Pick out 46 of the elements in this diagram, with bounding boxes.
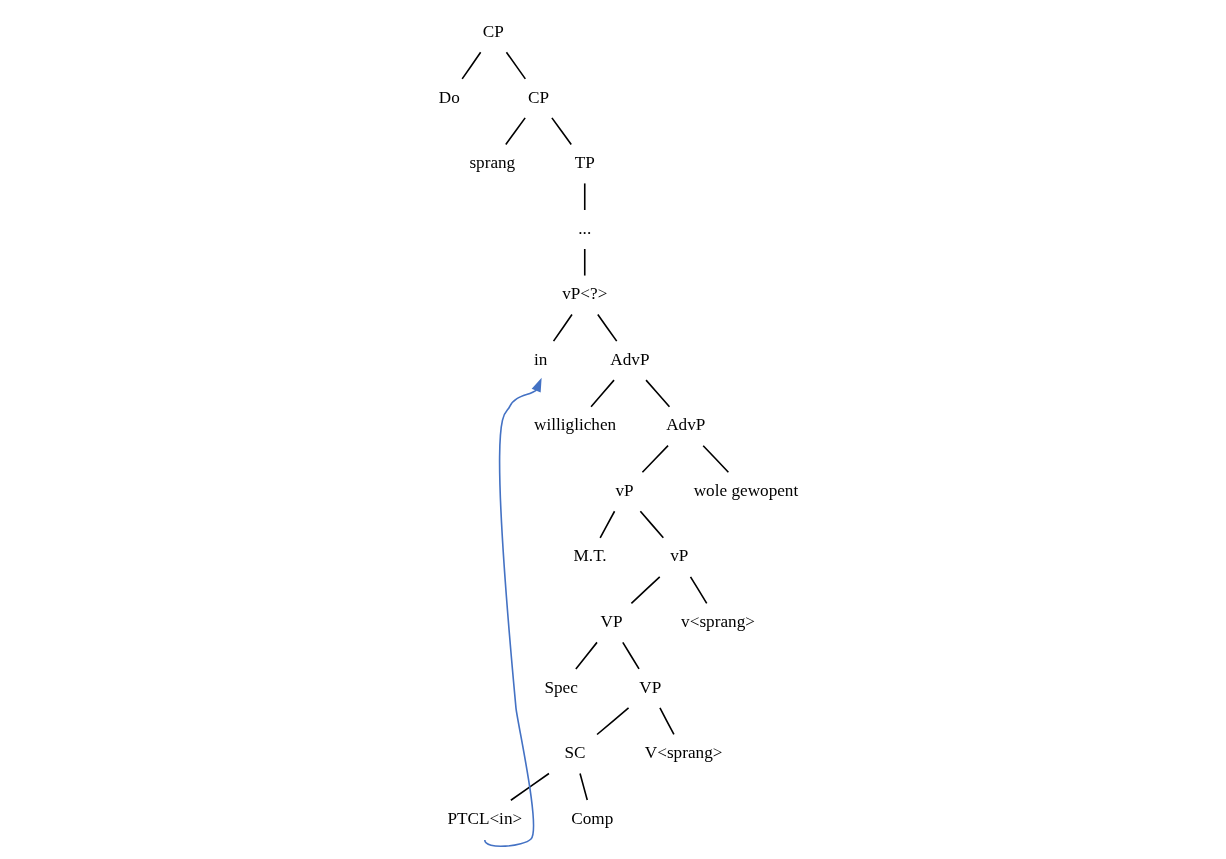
node-text: CP (482, 21, 504, 41)
node-text: TP (574, 152, 595, 172)
node-text: v<sprang> (680, 611, 755, 631)
connector (639, 509, 664, 539)
node-text: ... (577, 218, 591, 238)
connector (509, 772, 550, 801)
node-text: V<sprang> (644, 742, 722, 762)
node-text: PTCL<in> (446, 808, 522, 828)
connector (583, 182, 586, 211)
node-text: sprang (468, 152, 515, 172)
connector (595, 706, 629, 735)
node-text: vP (669, 545, 688, 565)
node-text: Do (438, 87, 460, 107)
node-text: in (533, 349, 547, 369)
arrow (483, 377, 542, 847)
node-text: M.T. (573, 545, 607, 565)
node-text: CP (527, 87, 549, 107)
connector (550, 116, 572, 145)
node-text: Comp (570, 808, 613, 828)
connector (574, 641, 598, 670)
node-text: SC (564, 742, 586, 762)
connector (658, 706, 675, 735)
node-text: vP<?> (561, 283, 607, 303)
connector (630, 575, 661, 604)
node-text: VP (638, 677, 661, 697)
node-text: AdvP (665, 414, 705, 434)
connector (552, 313, 573, 342)
connector (578, 772, 588, 801)
node-text: williglichen (533, 414, 616, 434)
connector (460, 51, 481, 80)
connector (598, 509, 615, 539)
connector (583, 247, 586, 276)
connector (641, 444, 669, 473)
connector (596, 313, 617, 342)
connector (621, 641, 640, 670)
connector (689, 575, 708, 604)
connector (701, 444, 729, 473)
node-text: Spec (543, 677, 578, 697)
connector (505, 51, 526, 80)
connector (589, 378, 615, 407)
node-text: AdvP (609, 349, 649, 369)
node-text: wole gewopent (693, 480, 798, 500)
node-text: vP (614, 480, 634, 500)
connector (504, 116, 526, 145)
connector (644, 378, 670, 407)
node-text: VP (600, 611, 623, 631)
